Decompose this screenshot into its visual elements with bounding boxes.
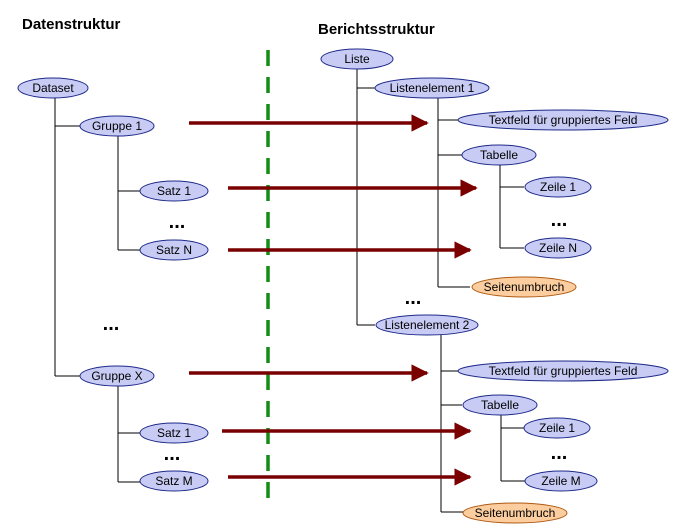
node-list: Liste <box>320 48 394 70</box>
node-list-item-2-label: Listenelement 2 <box>385 318 470 332</box>
node-item2-table: Tabelle <box>462 394 538 416</box>
group1-sets-ellipsis: ... <box>169 211 186 233</box>
node-item2-row-m-shape <box>524 470 598 492</box>
item2-rows-ellipsis: ... <box>551 442 568 464</box>
node-item2-page-break: Seitenumbruch <box>462 502 568 524</box>
node-item1-row-n: Zeile N <box>524 237 592 259</box>
node-group-1: Gruppe 1 <box>79 115 155 137</box>
node-item1-textfield: Textfeld für gruppiertes Feld <box>457 109 669 131</box>
node-item2-page-break-label: Seitenumbruch <box>475 506 556 520</box>
node-item2-row-m-label: Zeile M <box>541 474 580 488</box>
node-group-x-label: Gruppe X <box>91 369 142 383</box>
node-item2-textfield: Textfeld für gruppiertes Feld <box>457 360 669 382</box>
node-item1-textfield-label: Textfeld für gruppiertes Feld <box>489 113 638 127</box>
node-item1-page-break-label: Seitenumbruch <box>484 280 565 294</box>
node-dataset-shape <box>17 77 89 99</box>
node-item1-row-n-shape <box>524 237 592 259</box>
node-item2-table-label: Tabelle <box>481 398 519 412</box>
node-list-item-2: Listenelement 2 <box>375 314 479 336</box>
node-item1-row-1: Zeile 1 <box>524 176 592 198</box>
node-groupx-set-m-label: Satz M <box>155 474 192 488</box>
node-group1-set-n-label: Satz N <box>156 243 192 257</box>
node-item2-row-1-label: Zeile 1 <box>539 421 575 435</box>
groups-ellipsis: ... <box>103 313 120 335</box>
node-item2-textfield-shape <box>457 360 669 382</box>
node-item1-table-label: Tabelle <box>480 148 518 162</box>
node-item1-row-n-label: Zeile N <box>539 241 577 255</box>
node-list-label: Liste <box>344 52 370 66</box>
node-group-1-label: Gruppe 1 <box>92 119 142 133</box>
node-item2-row-m: Zeile M <box>524 470 598 492</box>
data-structure-heading: Datenstruktur <box>22 16 121 33</box>
node-group-x: Gruppe X <box>79 365 155 387</box>
report-structure-heading: Berichtsstruktur <box>318 21 435 38</box>
item1-rows-ellipsis: ... <box>551 209 568 231</box>
node-groupx-set-1-shape <box>139 422 209 444</box>
node-item2-textfield-label: Textfeld für gruppiertes Feld <box>489 364 638 378</box>
node-groupx-set-m: Satz M <box>139 470 209 492</box>
node-item2-table-shape <box>462 394 538 416</box>
list-items-ellipsis: ... <box>405 287 422 309</box>
node-item1-textfield-shape <box>457 109 669 131</box>
node-item2-page-break-shape <box>462 502 568 524</box>
node-item1-table: Tabelle <box>461 144 537 166</box>
node-item2-row-1-shape <box>523 417 591 439</box>
node-group-x-shape <box>79 365 155 387</box>
node-group1-set-1: Satz 1 <box>139 180 209 202</box>
node-list-item-2-shape <box>375 314 479 336</box>
node-group1-set-1-shape <box>139 180 209 202</box>
node-list-item-1-label: Listenelement 1 <box>390 81 475 95</box>
node-group-1-shape <box>79 115 155 137</box>
node-groupx-set-1: Satz 1 <box>139 422 209 444</box>
node-list-shape <box>320 48 394 70</box>
node-dataset-label: Dataset <box>32 81 74 95</box>
node-group1-set-n: Satz N <box>139 239 209 261</box>
node-group1-set-n-shape <box>139 239 209 261</box>
node-item1-row-1-shape <box>524 176 592 198</box>
node-item1-table-shape <box>461 144 537 166</box>
node-groupx-set-1-label: Satz 1 <box>157 426 191 440</box>
node-list-item-1: Listenelement 1 <box>374 77 490 99</box>
node-item1-page-break-shape <box>471 276 577 298</box>
groupx-sets-ellipsis: ... <box>164 443 181 465</box>
node-dataset: Dataset <box>17 77 89 99</box>
node-group1-set-1-label: Satz 1 <box>157 184 191 198</box>
node-list-item-1-shape <box>374 77 490 99</box>
node-groupx-set-m-shape <box>139 470 209 492</box>
node-item1-page-break: Seitenumbruch <box>471 276 577 298</box>
node-item1-row-1-label: Zeile 1 <box>540 180 576 194</box>
node-item2-row-1: Zeile 1 <box>523 417 591 439</box>
